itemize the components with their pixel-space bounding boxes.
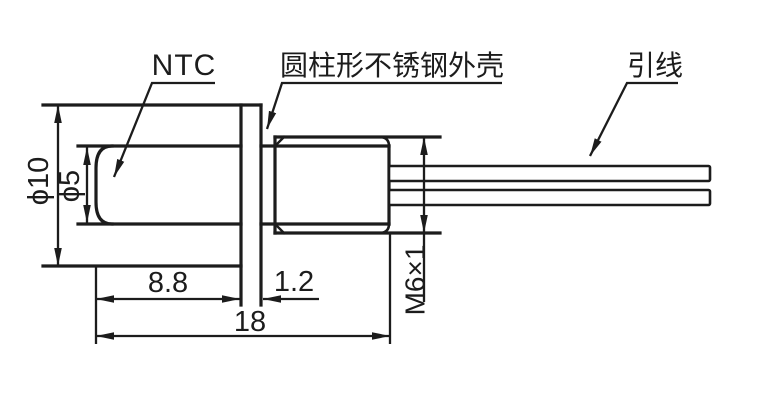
lead-wire-top (387, 164, 712, 183)
leader-ntc (112, 81, 215, 178)
thread-chamfer-bottom-left (273, 222, 286, 235)
leader-lines (112, 81, 678, 178)
sensor-tip-outline (76, 144, 243, 226)
probe-outline (41, 103, 442, 307)
drawing-text: NTC 圆柱形不锈钢外壳 引线 ϕ10 ϕ5 8.8 1.2 18 M6×1 (23, 49, 683, 338)
leader-lead-wire (588, 81, 678, 157)
dim-thread-spec-text: M6×1 (400, 245, 431, 316)
lead-wires (387, 164, 712, 207)
leader-shell (265, 81, 502, 130)
dim-total-length-text: 18 (234, 306, 266, 338)
thread-chamfer-bottom-right (379, 222, 391, 235)
lead-wire-label: 引线 (627, 50, 683, 81)
dim-tip-diameter-text: ϕ5 (54, 170, 86, 202)
dim-tip-length (94, 267, 240, 344)
dim-outer-diameter-text: ϕ10 (23, 157, 55, 206)
flange-outline (41, 103, 263, 307)
tip-dome-curve (94, 144, 114, 226)
ntc-label: NTC (152, 49, 217, 82)
dim-tip-length-text: 8.8 (148, 267, 188, 299)
thread-chamfer-top-right (379, 135, 391, 148)
dim-flange-thickness-text: 1.2 (274, 266, 314, 298)
lead-wire-bottom (387, 188, 712, 207)
shell-label: 圆柱形不锈钢外壳 (280, 50, 504, 81)
thread-outline (259, 135, 442, 235)
thread-chamfer-top-left (273, 135, 286, 148)
dimensions (54, 105, 428, 344)
dim-total-length (96, 233, 392, 344)
